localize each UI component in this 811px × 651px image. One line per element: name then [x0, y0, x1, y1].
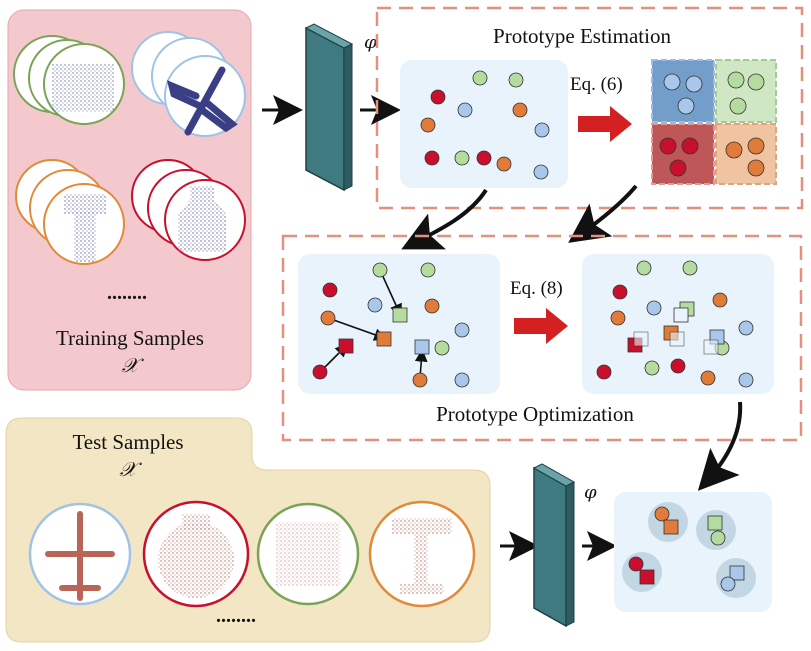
encoder-bottom-symbol: φ [584, 482, 597, 503]
training-stack-red [131, 159, 246, 261]
test-sample-box [256, 502, 360, 606]
encoder-top-symbol: φ [364, 32, 377, 53]
estimation-points [420, 70, 550, 180]
test-sample-vase [142, 500, 250, 608]
test-sample-stool [368, 500, 476, 608]
training-stack-green [13, 35, 125, 125]
classification-result-panel [614, 492, 772, 612]
estimation-red-arrow [578, 106, 632, 142]
optimization-after-panel [582, 254, 774, 394]
arrow-to-optimization-left [401, 188, 488, 250]
prototype-optimization-section: Prototype Optimization Eq. (8) [281, 234, 803, 442]
optimization-before-panel [298, 254, 500, 394]
test-ellipsis: ........ [216, 605, 256, 627]
test-sample-airplane [28, 502, 132, 606]
optimization-equation: Eq. (8) [510, 278, 563, 299]
estimation-equation: Eq. (6) [570, 74, 623, 95]
training-samples-panel: ........ Training Samples 𝒳 [7, 9, 252, 391]
test-samples-panel: Test Samples 𝒳 ........ [5, 417, 491, 643]
estimation-title: Prototype Estimation [493, 24, 671, 48]
optimization-red-arrow [514, 308, 568, 344]
encoder-top [304, 23, 354, 192]
training-title: Training Samples [56, 326, 204, 350]
training-stack-orange [15, 159, 125, 265]
training-stack-blue [131, 31, 246, 137]
prototype-estimation-section: Prototype Estimation Eq. (6) [375, 6, 804, 210]
encoder-bottom [532, 463, 576, 628]
test-title: Test Samples [72, 430, 183, 454]
training-ellipsis: ........ [107, 282, 147, 304]
arrow-grid-to-optimization [568, 184, 638, 243]
optimization-before-points [312, 262, 470, 388]
estimation-class-grid [651, 59, 777, 185]
arrow-to-final-result [697, 401, 743, 491]
optimization-title: Prototype Optimization [436, 402, 634, 426]
optimization-after-points [596, 260, 754, 388]
